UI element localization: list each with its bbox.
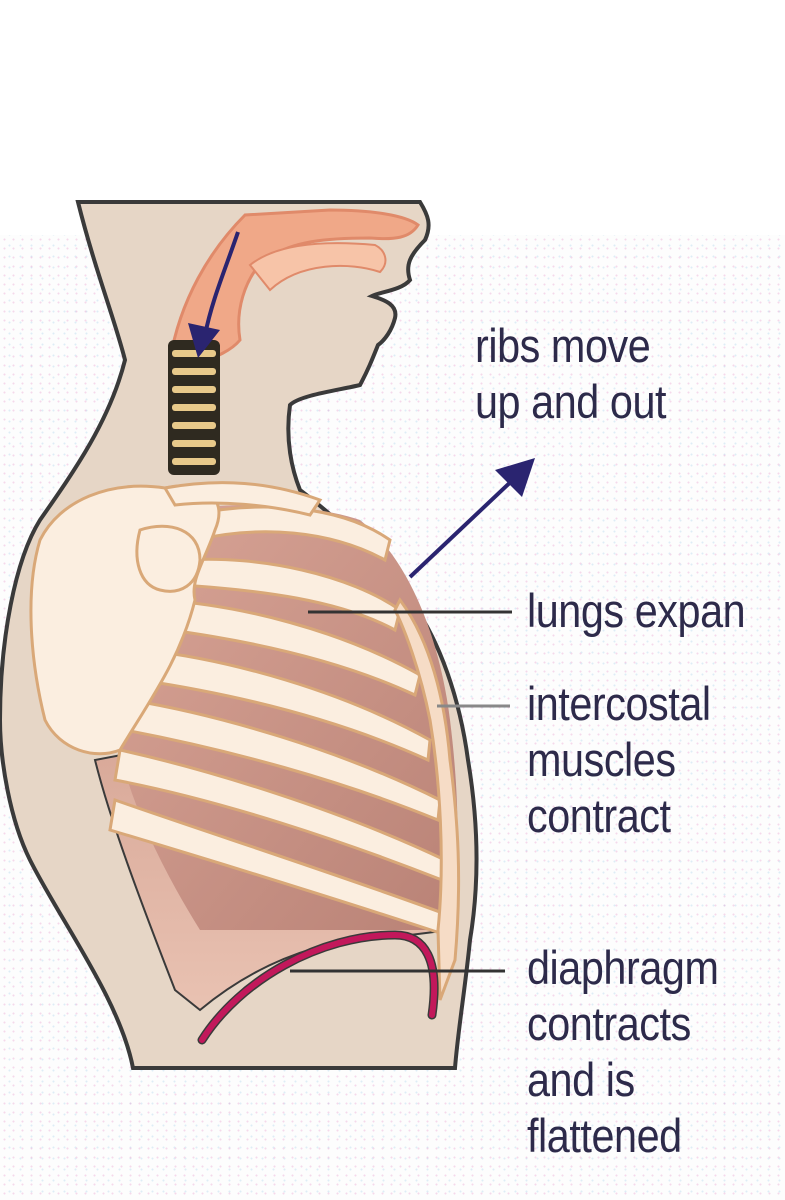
lungs-label: lungs expan	[527, 583, 746, 639]
intercostal-label-line-3: contract	[527, 789, 671, 842]
airflow-arrow-icon	[188, 231, 240, 358]
trachea	[168, 340, 220, 475]
diaphragm-label-line-4: flattened	[527, 1109, 682, 1162]
ribs-movement-arrow-icon	[408, 458, 535, 579]
ribs	[108, 505, 461, 1001]
ribs-label-line-2: up and out	[475, 375, 667, 428]
diaphragm-label: diaphragm contracts and is flattened	[527, 940, 719, 1164]
diaphragm-label-line-3: and is	[527, 1053, 635, 1106]
intercostal-label-line-1: intercostal	[527, 677, 711, 730]
ribs-label: ribs move up and out	[475, 318, 667, 430]
ribs-label-line-1: ribs move	[475, 319, 651, 372]
intercostal-label-line-2: muscles	[527, 733, 676, 786]
intercostal-label: intercostal muscles contract	[527, 676, 711, 844]
lungs-label-line-1: lungs expan	[527, 584, 746, 637]
diaphragm-label-line-1: diaphragm	[527, 941, 719, 994]
diaphragm-label-line-2: contracts	[527, 997, 691, 1050]
